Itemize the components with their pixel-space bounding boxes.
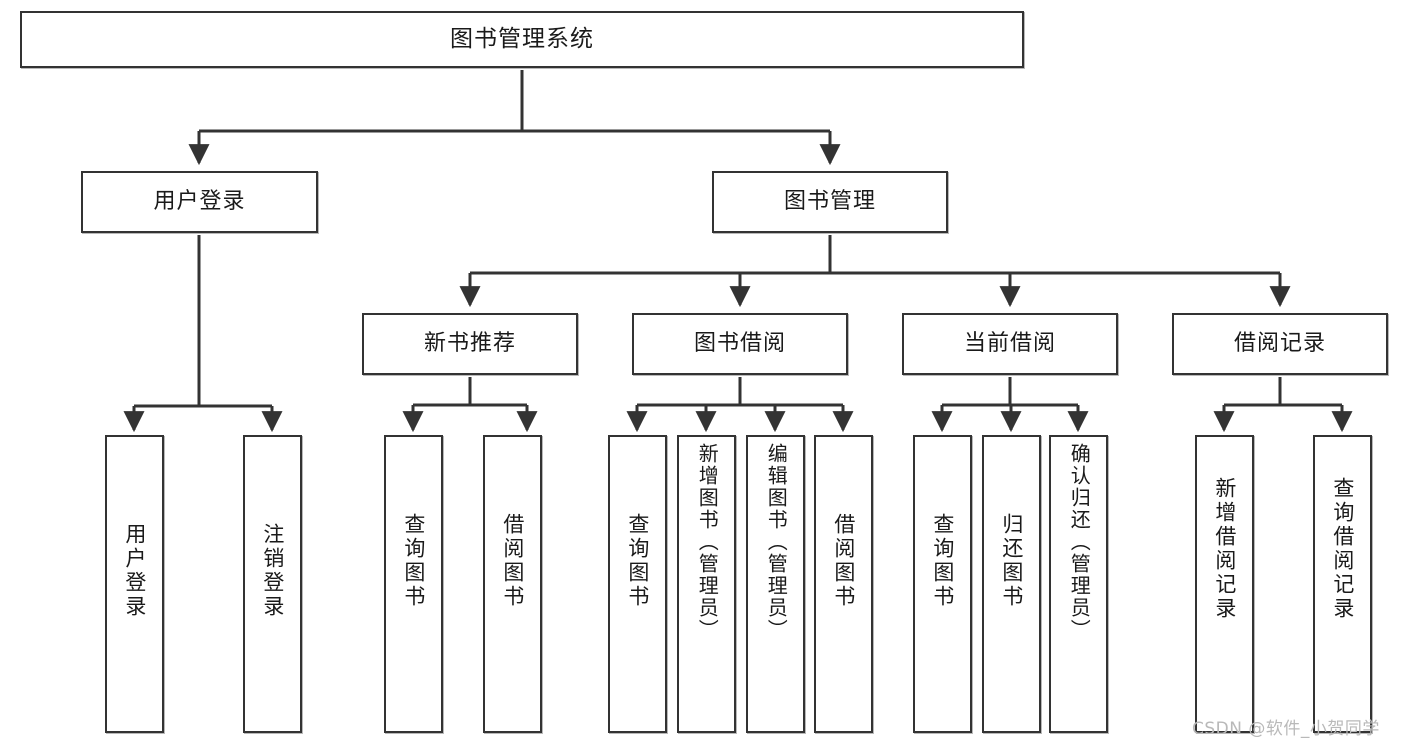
leaf-add-book-admin[interactable]: 新增图书（管理员） <box>677 435 736 733</box>
leaf-confirm-return-admin[interactable]: 确认归还（管理员） <box>1049 435 1108 733</box>
leaf-query-book-borrow[interactable]: 查询图书 <box>608 435 667 733</box>
node-label: 新增借阅记录 <box>1212 477 1237 621</box>
node-label: 图书借阅 <box>693 330 786 356</box>
node-label: 借阅图书 <box>500 513 525 609</box>
leaf-add-borrow-record[interactable]: 新增借阅记录 <box>1195 435 1254 733</box>
node-root-book-management-system[interactable]: 图书管理系统 <box>20 11 1024 68</box>
node-book-management[interactable]: 图书管理 <box>712 171 948 233</box>
leaf-user-login[interactable]: 用户登录 <box>105 435 164 733</box>
node-label: 编辑图书（管理员） <box>764 443 789 641</box>
leaf-return-book[interactable]: 归还图书 <box>982 435 1041 733</box>
node-label: 注销登录 <box>260 523 285 619</box>
node-label: 新增图书（管理员） <box>695 443 720 641</box>
node-label: 查询借阅记录 <box>1330 477 1355 621</box>
node-label: 查询图书 <box>930 513 955 609</box>
node-label: 当前借阅 <box>963 330 1056 356</box>
leaf-query-book-current[interactable]: 查询图书 <box>913 435 972 733</box>
leaf-borrow-book-borrow[interactable]: 借阅图书 <box>814 435 873 733</box>
node-label: 用户登录 <box>122 523 147 619</box>
leaf-query-borrow-record[interactable]: 查询借阅记录 <box>1313 435 1372 733</box>
node-label: 归还图书 <box>999 513 1024 609</box>
leaf-query-book-recommend[interactable]: 查询图书 <box>384 435 443 733</box>
node-label: 确认归还（管理员） <box>1067 443 1092 641</box>
leaf-logout-login[interactable]: 注销登录 <box>243 435 302 733</box>
node-user-login[interactable]: 用户登录 <box>81 171 318 233</box>
node-borrow-record[interactable]: 借阅记录 <box>1172 313 1388 375</box>
leaf-edit-book-admin[interactable]: 编辑图书（管理员） <box>746 435 805 733</box>
leaf-borrow-book-recommend[interactable]: 借阅图书 <box>483 435 542 733</box>
node-label: 用户登录 <box>153 188 246 214</box>
node-current-borrow[interactable]: 当前借阅 <box>902 313 1118 375</box>
node-label: 新书推荐 <box>423 330 516 356</box>
node-new-book-recommend[interactable]: 新书推荐 <box>362 313 578 375</box>
node-label: 查询图书 <box>625 513 650 609</box>
node-label: 图书管理系统 <box>450 25 594 52</box>
node-book-borrow[interactable]: 图书借阅 <box>632 313 848 375</box>
node-label: 借阅图书 <box>831 513 856 609</box>
watermark-csdn: CSDN @软件_小贺同学 <box>1192 719 1380 739</box>
node-label: 借阅记录 <box>1233 330 1326 356</box>
node-label: 查询图书 <box>401 513 426 609</box>
node-label: 图书管理 <box>783 188 876 214</box>
